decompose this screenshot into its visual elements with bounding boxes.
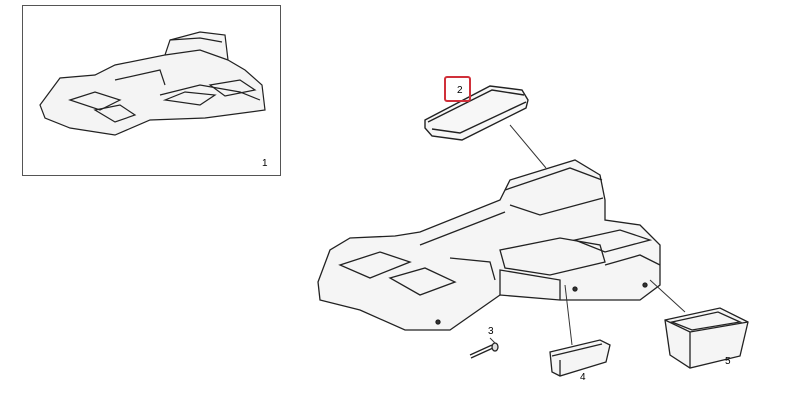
armrest-lid-part-2[interactable] — [424, 85, 529, 141]
leader-line-4 — [564, 284, 573, 346]
leader-line-5 — [649, 279, 686, 313]
leader-line-3 — [489, 337, 496, 344]
callout-5: 5 — [725, 356, 731, 367]
highlight-box — [444, 76, 471, 102]
center-console-part-1[interactable] — [317, 159, 661, 331]
storage-tray-part-4[interactable] — [549, 339, 611, 377]
storage-bin-part-5[interactable] — [664, 307, 749, 369]
inset-console-assembly — [39, 31, 266, 136]
inset-frame — [22, 5, 281, 176]
callout-1: 1 — [262, 158, 268, 169]
callout-3: 3 — [488, 326, 494, 337]
screw-part-3[interactable] — [469, 342, 499, 359]
callout-4: 4 — [580, 372, 586, 383]
callout-2: 2 — [457, 85, 463, 96]
leader-line-2 — [509, 124, 547, 169]
